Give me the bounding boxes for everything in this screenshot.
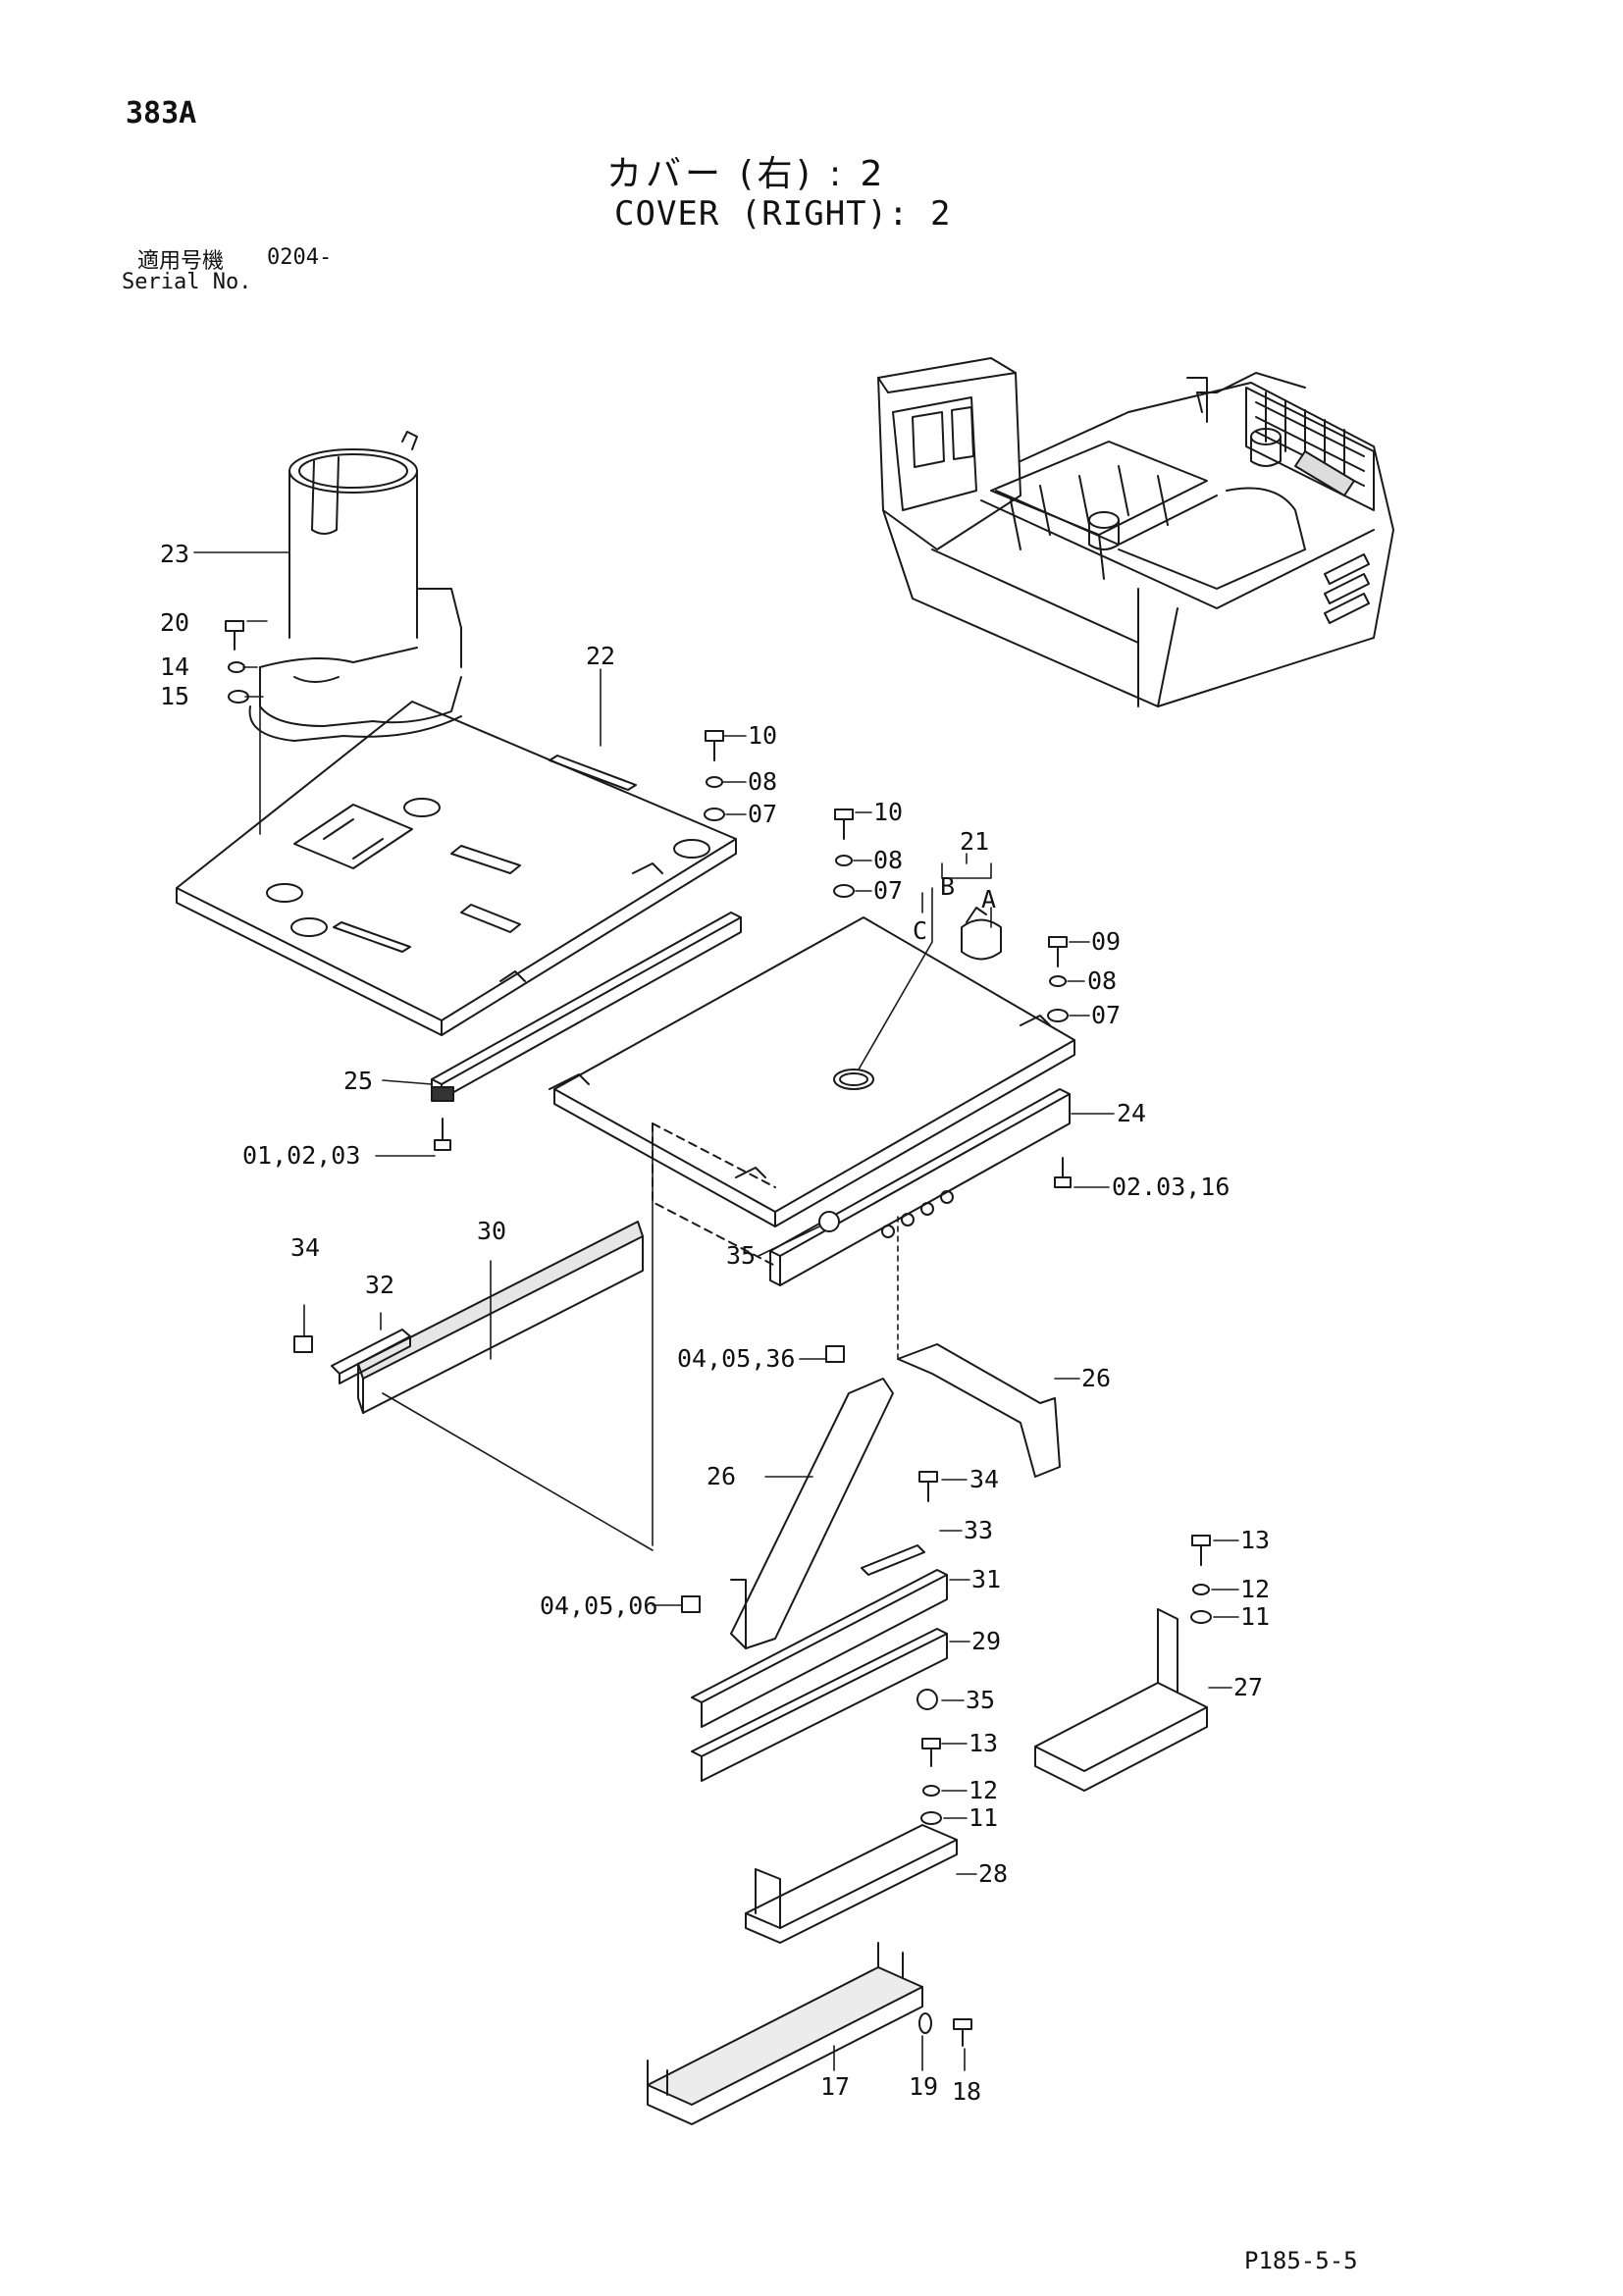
part-24-lower-rail <box>769 1088 1071 1286</box>
title-english: COVER (RIGHT): 2 <box>614 194 952 234</box>
part-27-bracket <box>1034 1608 1208 1792</box>
callout-25: 25 <box>343 1067 373 1095</box>
callout-32: 32 <box>365 1271 394 1299</box>
callout-34-right: 34 <box>969 1465 999 1493</box>
callout-23: 23 <box>160 540 189 568</box>
part-17-frame <box>647 1942 923 2125</box>
callout-33: 33 <box>964 1516 993 1544</box>
callout-08-top: 08 <box>748 767 777 796</box>
callout-07-top: 07 <box>748 800 777 828</box>
part-25-rail <box>431 912 742 1102</box>
callout-26-left: 26 <box>707 1462 736 1490</box>
callout-19: 19 <box>909 2072 938 2101</box>
callout-10-top: 10 <box>748 721 777 750</box>
callout-27: 27 <box>1233 1673 1263 1701</box>
callout-17: 17 <box>820 2072 850 2101</box>
machine-overview-illustration <box>877 357 1394 707</box>
callout-07-right: 07 <box>1091 1001 1121 1029</box>
part-33-strip <box>861 1544 925 1576</box>
callout-A: A <box>981 885 996 913</box>
callout-34-left: 34 <box>290 1233 320 1262</box>
serial-value: 0204- <box>267 245 333 270</box>
part-31-rail <box>691 1569 948 1728</box>
callout-22: 22 <box>586 642 615 670</box>
callout-04-05-06: 04,05,06 <box>540 1592 657 1620</box>
callout-21: 21 <box>960 827 989 856</box>
callout-C: C <box>913 916 927 945</box>
part-24-cover-plate <box>549 916 1075 1267</box>
page-code: 383A <box>126 96 197 130</box>
part-29-rail <box>691 1628 948 1782</box>
callout-11-mid: 11 <box>969 1803 998 1832</box>
callout-35-upper: 35 <box>726 1241 756 1270</box>
callout-B: B <box>940 872 955 901</box>
callout-12-mid: 12 <box>969 1776 998 1804</box>
callout-09: 09 <box>1091 927 1121 956</box>
callout-07-mid: 07 <box>873 876 903 905</box>
leader-lines <box>193 551 1239 2071</box>
callout-08-right: 08 <box>1087 966 1117 995</box>
callout-10-mid: 10 <box>873 798 903 826</box>
callout-28: 28 <box>978 1859 1008 1888</box>
hardware-fasteners <box>225 620 1212 2047</box>
callout-labels: 23 20 14 15 22 10 08 07 10 08 07 21 A B … <box>160 540 1270 2106</box>
part-26-bracket-left <box>730 1378 894 1649</box>
part-23-tower-cover <box>248 431 462 742</box>
serial-label-japanese: 適用号機 <box>137 249 225 274</box>
callout-24: 24 <box>1117 1099 1146 1127</box>
part-28-bracket <box>745 1824 958 1944</box>
part-30-side-panel <box>357 1221 644 1414</box>
callout-13-right: 13 <box>1240 1526 1270 1554</box>
callout-04-05-36: 04,05,36 <box>677 1344 795 1373</box>
serial-label-english: Serial No. <box>122 270 252 294</box>
callout-35-lower: 35 <box>966 1686 995 1714</box>
callout-31: 31 <box>971 1565 1001 1593</box>
callout-15: 15 <box>160 682 189 710</box>
part-32-strip <box>331 1329 411 1384</box>
callout-08-mid: 08 <box>873 846 903 874</box>
callout-12-right: 12 <box>1240 1575 1270 1603</box>
callout-20: 20 <box>160 608 189 637</box>
part-22-base-plate <box>176 701 737 1036</box>
page-reference: P185-5-5 <box>1244 2247 1358 2274</box>
callout-13-mid: 13 <box>969 1729 998 1757</box>
callout-11-right: 11 <box>1240 1602 1270 1631</box>
callout-02-03-16: 02.03,16 <box>1112 1173 1230 1201</box>
callout-30: 30 <box>477 1217 506 1245</box>
part-26-bracket-right <box>897 1343 1061 1478</box>
callout-14: 14 <box>160 652 189 681</box>
callout-01-02-03: 01,02,03 <box>242 1141 360 1170</box>
callout-18: 18 <box>952 2077 981 2106</box>
part-21-latch <box>961 907 1002 961</box>
title-japanese: カバー (右) : 2 <box>606 154 887 194</box>
callout-26-right: 26 <box>1081 1364 1111 1392</box>
callout-29: 29 <box>971 1627 1001 1655</box>
